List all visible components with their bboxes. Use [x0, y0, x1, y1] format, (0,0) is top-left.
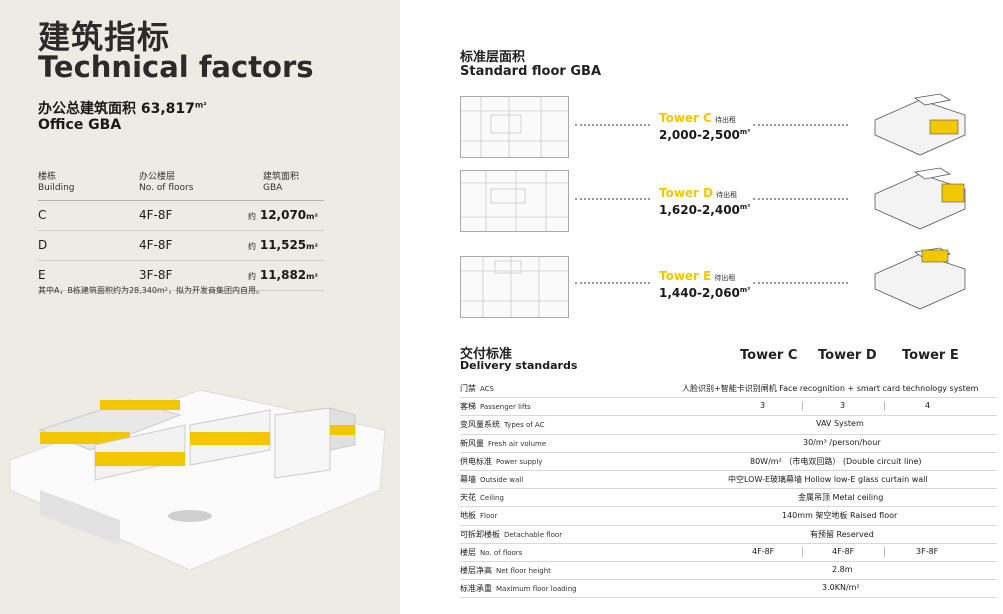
tower-d-isometric	[874, 167, 966, 230]
col-tower-d: Tower D	[818, 348, 877, 363]
page-title-en: Technical factors	[38, 50, 314, 84]
tower-c-isometric	[874, 93, 966, 156]
col-tower-e: Tower E	[902, 348, 959, 363]
col-tower-c: Tower C	[740, 348, 798, 363]
tower-e-isometric	[874, 247, 966, 310]
floor-plan-tower-c	[460, 96, 569, 158]
office-gba-cn: 办公总建筑面积 63,817m²	[38, 100, 207, 117]
office-gba-en: Office GBA	[38, 117, 122, 133]
leader-line	[575, 124, 650, 126]
footnote: 其中A，B栋建筑面积约为28,340m²，拟为开发商集团内自用。	[38, 286, 264, 295]
leader-line	[753, 124, 848, 126]
leader-line	[753, 198, 848, 200]
table-row: C 4F-8F 约 12,070m²	[38, 201, 324, 231]
table-row: D 4F-8F 约 11,525m²	[38, 231, 324, 261]
std-floor-title-en: Standard floor GBA	[460, 64, 602, 79]
leader-line	[575, 282, 650, 284]
floor-plan-tower-e	[460, 256, 569, 318]
page-title-cn: 建筑指标	[38, 18, 171, 56]
table-row: E 3F-8F 约 11,882m²	[38, 261, 324, 291]
left-panel: 建筑指标 Technical factors 办公总建筑面积 63,817m² …	[0, 0, 400, 614]
floor-plan-tower-d	[460, 170, 569, 232]
building-rendering	[9, 389, 386, 571]
leader-line	[753, 282, 848, 284]
leader-line	[575, 198, 650, 200]
delivery-title-cn: 交付标准	[460, 347, 513, 362]
std-floor-title-cn: 标准层面积	[460, 50, 526, 65]
delivery-title-en: Delivery standards	[460, 359, 578, 372]
